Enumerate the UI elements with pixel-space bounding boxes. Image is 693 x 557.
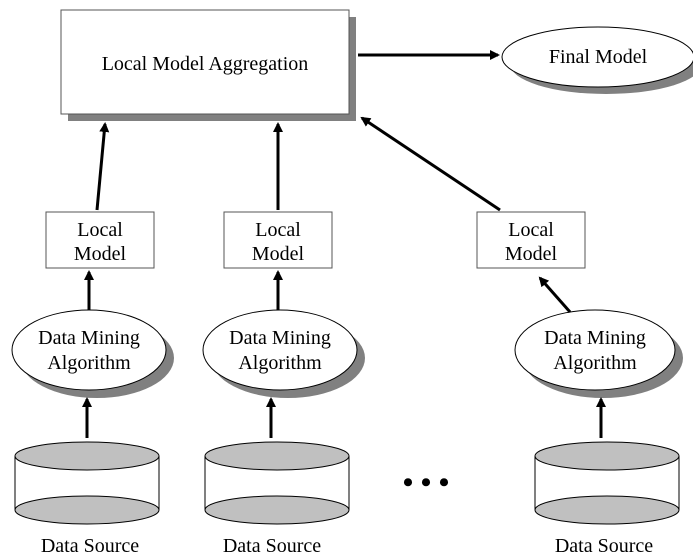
ellipsis-more-sources: • • • bbox=[403, 466, 450, 499]
final-model-ellipse bbox=[501, 26, 693, 88]
aggregation-box-frame bbox=[60, 9, 350, 115]
arrow-local-model-to-aggregation bbox=[95, 122, 110, 211]
column-3: Local Model Data Mining Algorithm Data S… bbox=[360, 116, 683, 557]
data-source-label: Data Source bbox=[41, 535, 139, 557]
cylinder-bottom bbox=[204, 495, 350, 525]
algorithm-ellipse bbox=[11, 309, 167, 391]
local-model-line2: Model bbox=[252, 243, 305, 265]
aggregation-label: Local Model Aggregation bbox=[102, 53, 309, 75]
arrow-local-model-to-aggregation bbox=[360, 116, 501, 212]
final-model-label: Final Model bbox=[549, 46, 648, 68]
algorithm-ellipse bbox=[202, 309, 358, 391]
algorithm-line2: Algorithm bbox=[47, 352, 131, 374]
cylinder-bottom bbox=[14, 495, 160, 525]
algorithm-line1: Data Mining bbox=[544, 327, 646, 349]
cylinder-top bbox=[14, 441, 160, 471]
local-model-line1: Local bbox=[508, 219, 554, 241]
local-model-line1: Local bbox=[255, 219, 301, 241]
data-source-cylinder bbox=[14, 441, 160, 525]
final-model-node: Final Model bbox=[501, 26, 693, 94]
arrow-algorithm-to-local-model bbox=[538, 276, 572, 313]
column-2: Local Model Data Mining Algorithm Data S… bbox=[202, 122, 365, 557]
algorithm-line1: Data Mining bbox=[229, 327, 331, 349]
local-model-line2: Model bbox=[74, 243, 127, 265]
data-source-cylinder bbox=[204, 441, 350, 525]
local-model-line1: Local bbox=[77, 219, 123, 241]
algorithm-ellipse bbox=[514, 309, 676, 391]
local-model-box bbox=[476, 211, 586, 269]
data-source-label: Data Source bbox=[555, 535, 653, 557]
local-model-box bbox=[223, 211, 333, 269]
local-model-box bbox=[45, 211, 155, 269]
algorithm-line2: Algorithm bbox=[238, 352, 322, 374]
aggregation-box: Local Model Aggregation bbox=[60, 9, 356, 121]
data-source-cylinder bbox=[534, 441, 680, 525]
cylinder-top bbox=[204, 441, 350, 471]
data-source-label: Data Source bbox=[223, 535, 321, 557]
column-1: Local Model Data Mining Algorithm Data S… bbox=[11, 122, 174, 557]
algorithm-line2: Algorithm bbox=[553, 352, 637, 374]
cylinder-bottom bbox=[534, 495, 680, 525]
algorithm-line1: Data Mining bbox=[38, 327, 140, 349]
local-model-line2: Model bbox=[505, 243, 558, 265]
cylinder-top bbox=[534, 441, 680, 471]
